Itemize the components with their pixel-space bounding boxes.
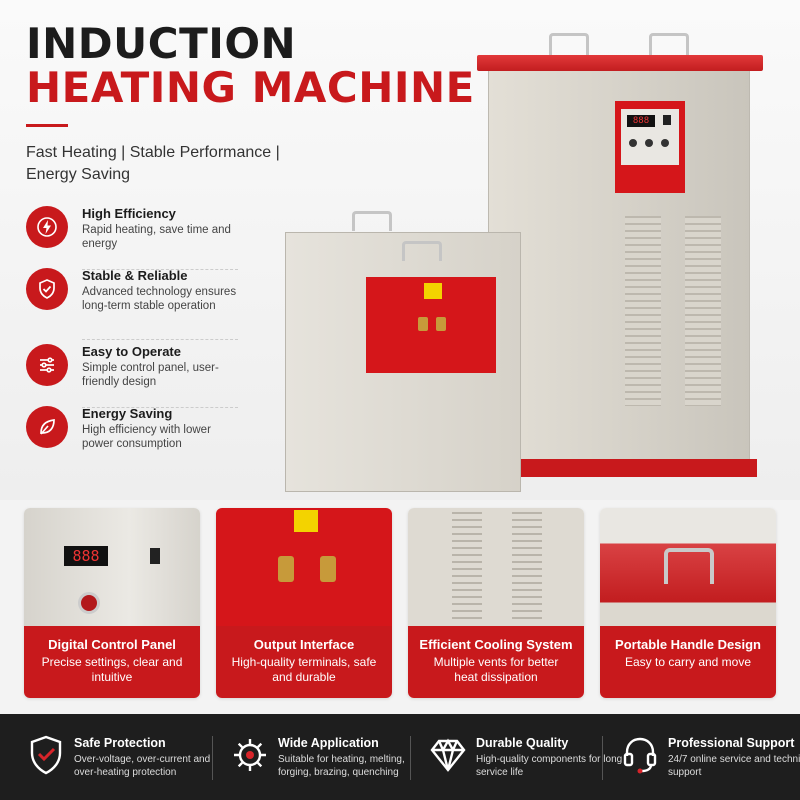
headset-icon — [620, 734, 660, 776]
subtitle: Fast Heating | Stable Performance | Ener… — [26, 144, 280, 183]
control-panel-photo: 888 — [24, 508, 200, 626]
footer-wide-application: Wide Application Suitable for heating, m… — [230, 714, 410, 800]
card-desc: Easy to carry and move — [624, 655, 752, 669]
footer-desc: 24/7 online service and technical suppor… — [668, 754, 800, 778]
footer-title: Safe Protection — [74, 736, 166, 750]
feature-divider — [82, 407, 238, 408]
card-output-interface: Output Interface High-quality terminals,… — [216, 508, 392, 698]
feature-stable-reliable: Stable & Reliable Advanced technology en… — [26, 268, 246, 340]
feature-energy-saving: Energy Saving High efficiency with lower… — [26, 406, 246, 464]
vent-grille-right — [512, 512, 542, 624]
large-machine-image: 888 — [477, 33, 763, 477]
knob — [645, 139, 653, 147]
machine-base — [481, 459, 757, 477]
control-panel-face: 888 — [621, 109, 679, 165]
footer-professional-support: Professional Support 24/7 online service… — [620, 714, 800, 800]
card-title: Digital Control Panel — [48, 637, 176, 652]
cooling-vents-photo — [408, 508, 584, 626]
card-digital-control-panel: 888 Digital Control Panel Precise settin… — [24, 508, 200, 698]
card-caption: Digital Control Panel Precise settings, … — [24, 626, 200, 698]
vent-grille-left — [452, 512, 482, 624]
feature-title: Energy Saving — [82, 406, 173, 421]
footer-durable-quality: Durable Quality High-quality components … — [428, 714, 622, 800]
feature-easy-operate: Easy to Operate Simple control panel, us… — [26, 344, 246, 408]
footer-title: Professional Support — [668, 736, 795, 750]
output-terminal — [278, 556, 294, 582]
card-title: Efficient Cooling System — [419, 637, 573, 652]
footer-title: Wide Application — [278, 736, 379, 750]
output-terminal — [436, 317, 446, 331]
diamond-icon — [428, 734, 468, 776]
page-title: INDUCTION HEATING MACHINE — [26, 22, 475, 110]
handle-back — [352, 211, 392, 231]
handle-right — [649, 33, 689, 55]
footer-divider — [212, 736, 213, 780]
footer-divider — [410, 736, 411, 780]
feature-title: Easy to Operate — [82, 344, 181, 359]
handle — [664, 548, 714, 584]
card-caption: Efficient Cooling System Multiple vents … — [408, 626, 584, 698]
card-title: Output Interface — [253, 637, 355, 652]
gear-icon — [230, 734, 270, 776]
title-line-1: INDUCTION — [26, 19, 297, 68]
card-caption: Output Interface High-quality terminals,… — [216, 626, 392, 698]
output-interface-photo — [216, 508, 392, 626]
control-panel: 888 — [615, 101, 685, 193]
output-terminal — [418, 317, 428, 331]
feature-desc: Simple control panel, user-friendly desi… — [82, 362, 219, 388]
feature-desc: High efficiency with lower power consump… — [82, 424, 211, 450]
power-switch — [663, 115, 671, 125]
footer-title: Durable Quality — [476, 736, 569, 750]
feature-divider — [82, 339, 238, 340]
handle-left — [549, 33, 589, 55]
machine-lid — [477, 55, 763, 71]
output-panel — [366, 277, 496, 373]
hero-section: INDUCTION HEATING MACHINE Fast Heating |… — [0, 0, 800, 500]
footer-desc: High-quality components for long service… — [476, 754, 623, 778]
feature-high-efficiency: High Efficiency Rapid heating, save time… — [26, 206, 246, 270]
warning-label — [424, 283, 442, 299]
card-desc: High-quality terminals, safe and durable — [231, 655, 377, 684]
shield-check-icon — [26, 268, 68, 310]
footer-desc: Suitable for heating, melting, forging, … — [278, 754, 405, 778]
leaf-icon — [26, 406, 68, 448]
warning-label — [294, 510, 318, 532]
emergency-stop-button — [78, 592, 100, 614]
title-line-2: HEATING MACHINE — [26, 63, 475, 112]
handle-photo — [600, 508, 776, 626]
power-switch — [150, 548, 160, 564]
shield-check-icon — [26, 734, 66, 776]
sliders-icon — [26, 344, 68, 386]
output-terminal — [320, 556, 336, 582]
feature-divider — [82, 269, 238, 270]
card-efficient-cooling: Efficient Cooling System Multiple vents … — [408, 508, 584, 698]
small-machine-image — [285, 211, 521, 492]
led-display: 888 — [627, 115, 655, 127]
feature-desc: Advanced technology ensures long-term st… — [82, 286, 237, 312]
card-portable-handle: Portable Handle Design Easy to carry and… — [600, 508, 776, 698]
card-title: Portable Handle Design — [615, 637, 761, 652]
vent-grille-left — [625, 216, 661, 406]
footer-divider — [602, 736, 603, 780]
footer-bar: Safe Protection Over-voltage, over-curre… — [0, 714, 800, 800]
knob — [661, 139, 669, 147]
footer-desc: Over-voltage, over-current and over-heat… — [74, 754, 211, 778]
card-caption: Portable Handle Design Easy to carry and… — [600, 626, 776, 698]
led-display: 888 — [64, 546, 108, 566]
lightning-icon — [26, 206, 68, 248]
footer-safe-protection: Safe Protection Over-voltage, over-curre… — [26, 714, 216, 800]
feature-desc: Rapid heating, save time and energy — [82, 224, 231, 250]
handle-front — [402, 241, 442, 261]
card-desc: Multiple vents for better heat dissipati… — [433, 655, 559, 684]
knob — [629, 139, 637, 147]
title-underline — [26, 124, 68, 127]
feature-title: Stable & Reliable — [82, 268, 188, 283]
card-desc: Precise settings, clear and intuitive — [41, 655, 183, 684]
feature-title: High Efficiency — [82, 206, 176, 221]
vent-grille-right — [685, 216, 721, 406]
